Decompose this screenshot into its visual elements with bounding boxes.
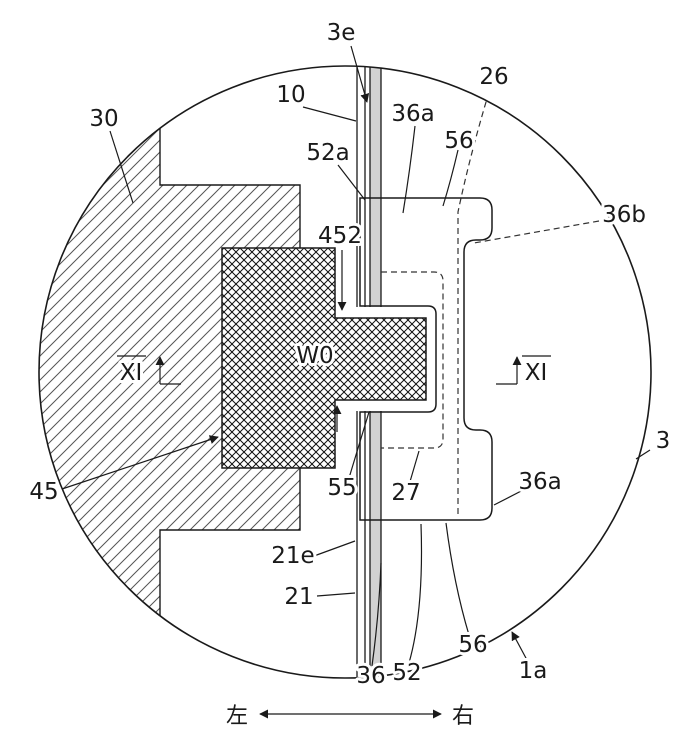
label-26: 26 bbox=[479, 64, 508, 90]
clip-52-outline bbox=[359, 197, 493, 521]
leader-36-bottom bbox=[371, 562, 382, 667]
block-45-crosshatched bbox=[221, 247, 427, 469]
leader-10 bbox=[302, 106, 357, 122]
label-56-bottom: 56 bbox=[458, 632, 487, 658]
leader-3e-arrow bbox=[350, 45, 370, 103]
leader-1a-arrow bbox=[511, 631, 528, 661]
label-52: 52 bbox=[392, 660, 421, 686]
label-452: 452 bbox=[318, 223, 362, 249]
circle-interior bbox=[39, 66, 493, 678]
label-36a-right: 36a bbox=[518, 469, 561, 495]
label-27: 27 bbox=[391, 480, 420, 506]
label-30: 30 bbox=[89, 106, 118, 132]
legend-left-text: 左 bbox=[226, 704, 248, 729]
label-10: 10 bbox=[276, 82, 305, 108]
label-36a-top: 36a bbox=[391, 101, 434, 127]
label-3e: 3e bbox=[327, 20, 356, 46]
label-w0: W0 bbox=[296, 343, 333, 369]
detail-circle-boundary bbox=[38, 65, 652, 679]
hidden-line-26 bbox=[457, 91, 490, 514]
label-36: 36 bbox=[356, 663, 385, 689]
label-56-top: 56 bbox=[444, 128, 473, 154]
leader-36a-right bbox=[493, 487, 528, 506]
label-xi-left: XI bbox=[120, 360, 143, 386]
leader-27 bbox=[408, 450, 420, 486]
legend-right-text: 右 bbox=[452, 704, 474, 729]
leader-21 bbox=[316, 592, 356, 597]
leader-52-bottom bbox=[408, 523, 423, 664]
leader-55 bbox=[348, 411, 370, 479]
label-21e: 21e bbox=[271, 543, 314, 569]
leader-56-bottom bbox=[445, 522, 470, 636]
leader-56-top bbox=[442, 149, 459, 207]
label-36b: 36b bbox=[602, 202, 646, 228]
label-45: 45 bbox=[29, 479, 58, 505]
label-1a: 1a bbox=[519, 658, 548, 684]
leader-3 bbox=[635, 449, 651, 460]
leader-45-arrow bbox=[61, 435, 219, 490]
leader-52a bbox=[337, 164, 366, 201]
leader-21e bbox=[313, 540, 356, 557]
leader-36b-dashed bbox=[473, 220, 600, 244]
label-55: 55 bbox=[327, 475, 356, 501]
label-21: 21 bbox=[284, 584, 313, 610]
label-3: 3 bbox=[656, 428, 671, 454]
label-xi-right: XI bbox=[525, 360, 548, 386]
leader-36a-top bbox=[402, 125, 416, 214]
label-52a: 52a bbox=[306, 140, 349, 166]
leader-30 bbox=[109, 130, 134, 204]
